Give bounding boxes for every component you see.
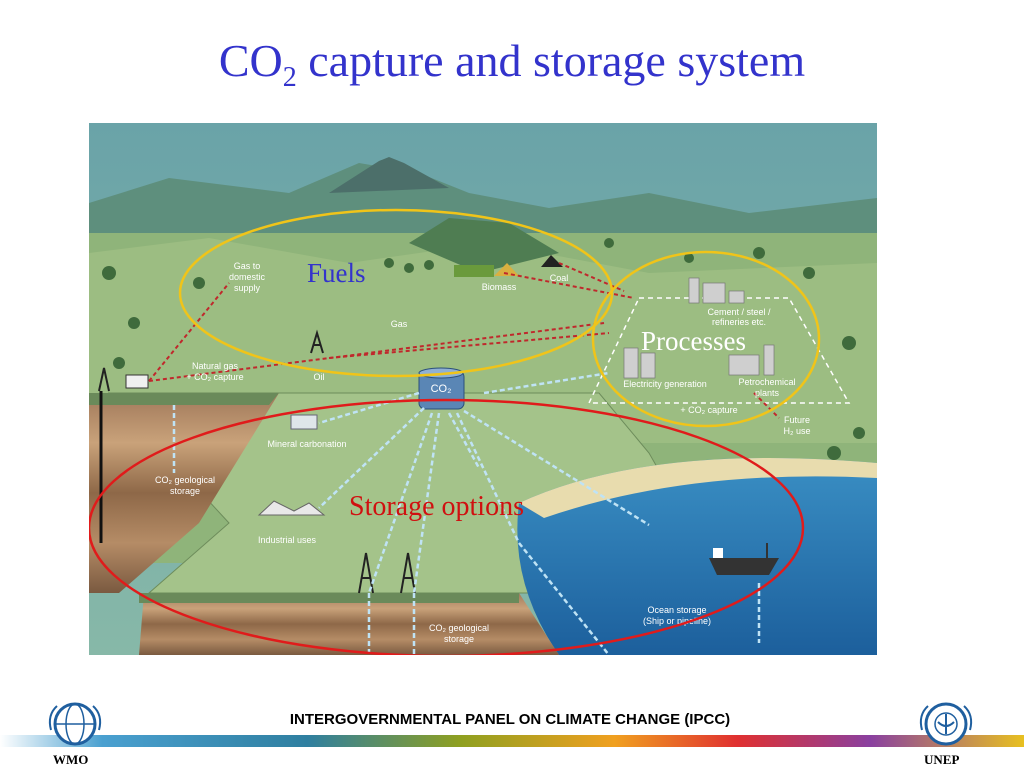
color-band xyxy=(0,733,1024,749)
processes-label: Processes xyxy=(641,326,746,357)
biomass-label: Biomass xyxy=(482,282,517,292)
carbonation-plant-icon xyxy=(291,415,317,429)
coal-label: Coal xyxy=(550,273,569,283)
unep-caption: UNEP xyxy=(924,752,959,768)
unep-globe-icon xyxy=(916,700,976,750)
industrial-uses-label: Industrial uses xyxy=(258,535,317,545)
gas-plant-icon xyxy=(126,375,148,388)
co2-hub-label: CO₂ xyxy=(431,383,452,395)
electricity-label: Electricity generation xyxy=(623,379,707,389)
slide-title: CO2 capture and storage system xyxy=(0,38,1024,92)
globe-icon xyxy=(45,700,105,750)
fuels-label: Fuels xyxy=(307,258,366,289)
natural-gas-label: Natural gas+ CO₂ capture xyxy=(186,361,243,382)
gas-label: Gas xyxy=(391,319,408,329)
co2-capture-label: + CO₂ capture xyxy=(680,405,737,415)
wmo-caption: WMO xyxy=(53,752,88,768)
title-suffix: capture and storage system xyxy=(297,35,805,86)
ocean-storage-label: Ocean storage(Ship or pipeline) xyxy=(643,605,711,626)
unep-logo xyxy=(916,700,976,750)
title-prefix: CO xyxy=(219,35,283,86)
wmo-logo xyxy=(45,700,105,750)
cement-label: Cement / steel /refineries etc. xyxy=(707,307,771,327)
title-subscript: 2 xyxy=(283,62,297,93)
storage-options-label: Storage options xyxy=(349,491,524,523)
ipcc-footer: INTERGOVERNMENTAL PANEL ON CLIMATE CHANG… xyxy=(210,711,810,728)
mineral-carbonation-label: Mineral carbonation xyxy=(267,439,346,449)
oil-label: Oil xyxy=(314,372,325,382)
